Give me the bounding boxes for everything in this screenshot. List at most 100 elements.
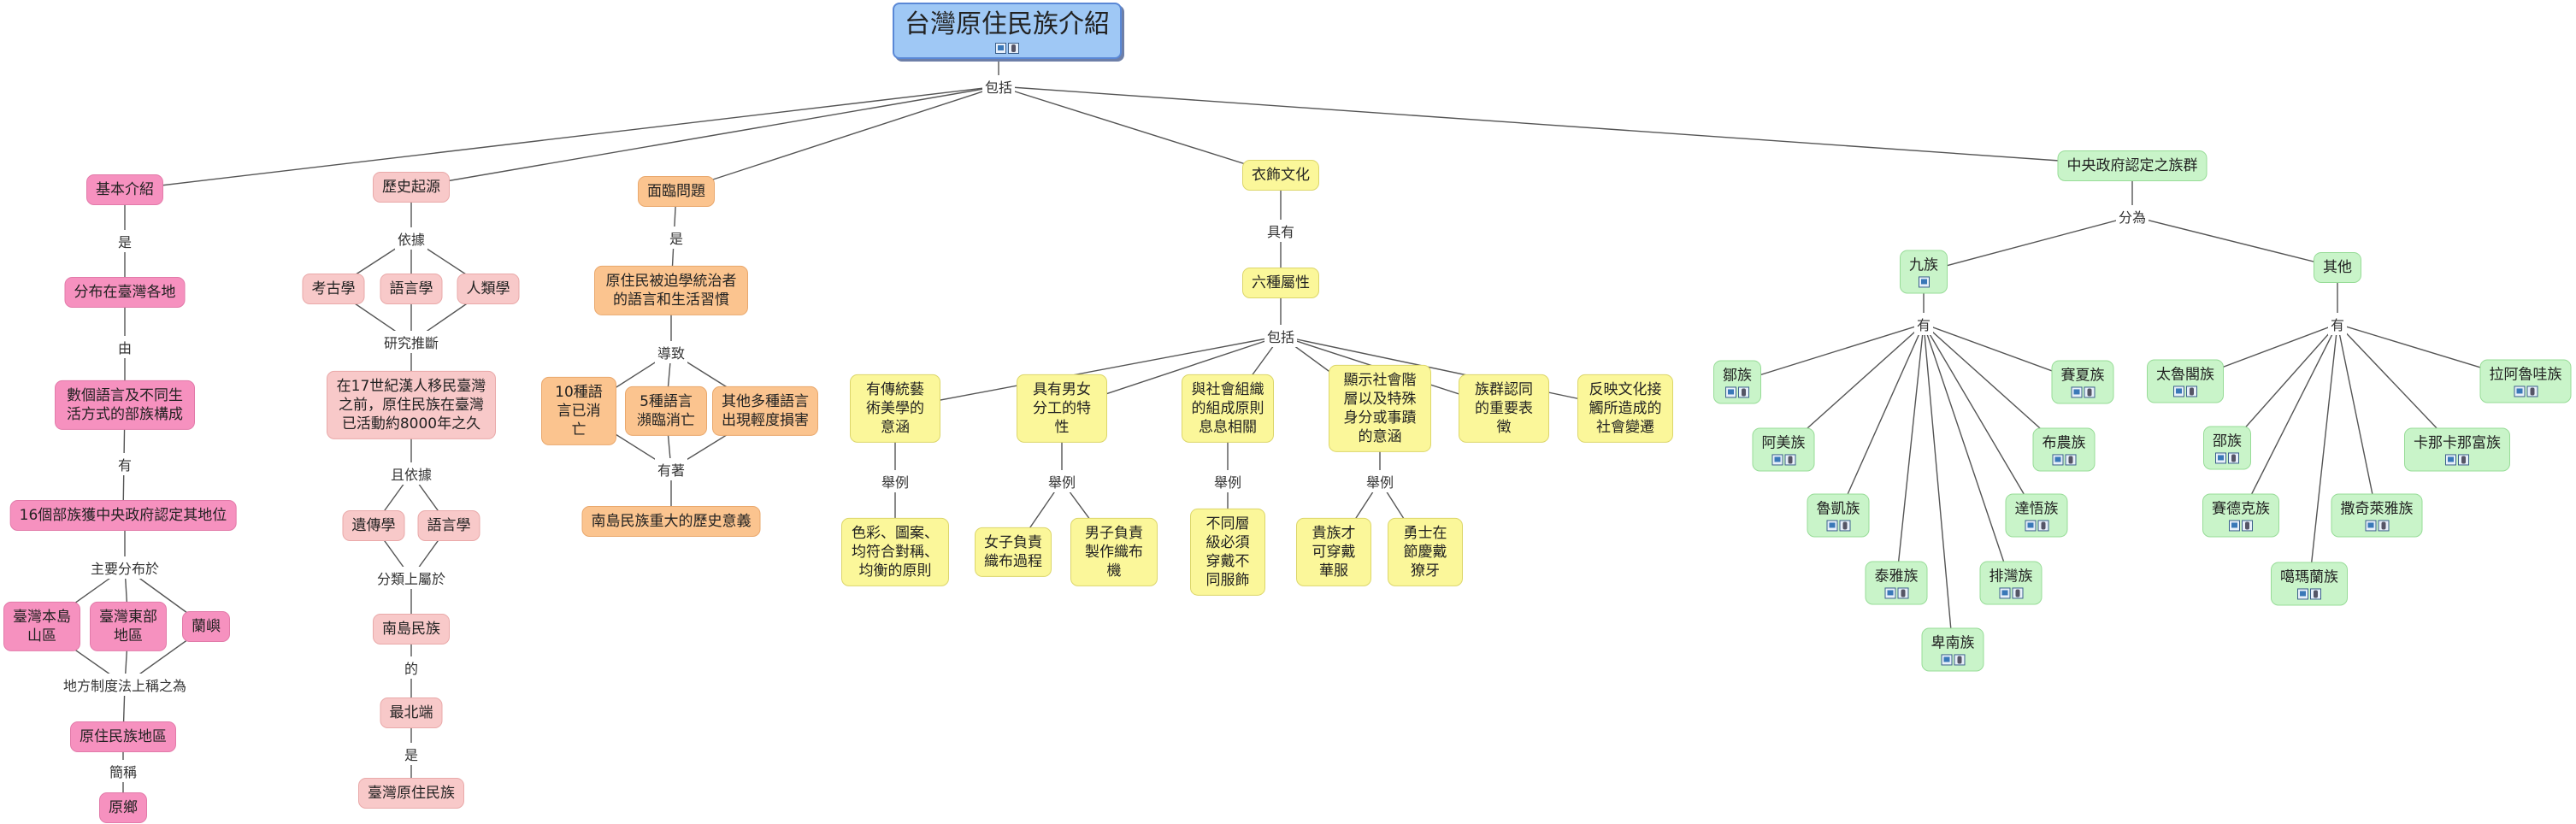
topic-composed[interactable]: 數個語言及不同生活方式的部族構成	[55, 380, 195, 431]
topic-example-warriors[interactable]: 勇士在節慶戴獠牙	[1388, 517, 1463, 587]
tribe-attachment-icons	[2297, 588, 2321, 600]
topic-archaeology[interactable]: 考古學	[302, 273, 365, 305]
topic-distributed[interactable]: 分布在臺灣各地	[64, 276, 186, 309]
image-icon	[2297, 588, 2308, 600]
tribe-other-1[interactable]: 邵族	[2203, 426, 2251, 470]
person-icon	[2186, 386, 2197, 397]
topic-basic-intro[interactable]: 基本介紹	[86, 174, 163, 206]
topic-example-rank-dress[interactable]: 不同層級必須穿戴不同服飾	[1190, 508, 1265, 597]
topic-short-name[interactable]: 原鄉	[99, 792, 147, 824]
nine-tribes-icons	[1918, 276, 1930, 288]
tribe-other-0[interactable]: 太魯閣族	[2147, 359, 2224, 403]
tribe-attachment-icons	[1826, 520, 1850, 532]
connector-line	[1280, 335, 1626, 409]
topic-northmost[interactable]: 最北端	[380, 697, 443, 729]
image-icon	[1884, 587, 1895, 599]
image-icon	[1826, 520, 1837, 532]
link-label-have-nine: 有	[1913, 313, 1934, 335]
topic-attr-identity[interactable]: 族群認同的重要表徵	[1459, 374, 1549, 444]
tribe-nine-1[interactable]: 阿美族	[1752, 427, 1815, 472]
person-icon	[2526, 386, 2538, 397]
tribe-attachment-icons	[2445, 454, 2469, 466]
tribe-other-3[interactable]: 噶瑪蘭族	[2271, 562, 2348, 606]
tribe-nine-4[interactable]: 卑南族	[1921, 627, 1984, 672]
link-label-has-2: 具有	[1264, 220, 1298, 242]
topic-other-tribes[interactable]: 其他	[2314, 251, 2361, 284]
connector-line	[1923, 215, 2133, 273]
person-icon	[2458, 454, 2469, 466]
tribe-nine-2[interactable]: 魯凱族	[1807, 493, 1870, 538]
tribe-nine-5[interactable]: 排灣族	[1979, 561, 2043, 605]
topic-example-men-loom[interactable]: 男子負責製作織布機	[1070, 517, 1158, 587]
topic-area-mountain[interactable]: 臺灣本島山區	[3, 601, 80, 652]
topic-inferred[interactable]: 在17世紀漢人移民臺灣之前，原住民族在臺灣已活動約8000年之久	[327, 370, 496, 440]
topic-extinct-languages[interactable]: 10種語言已消亡	[541, 376, 616, 446]
topic-example-women-weave[interactable]: 女子負責織布過程	[975, 527, 1052, 578]
tribe-nine-7[interactable]: 布農族	[2032, 427, 2096, 472]
topic-endangered-languages[interactable]: 5種語言瀕臨消亡	[625, 386, 707, 437]
topic-linguistics[interactable]: 語言學	[380, 273, 443, 305]
tribe-attachment-icons	[2173, 386, 2197, 397]
tribe-other-6[interactable]: 拉阿魯哇族	[2479, 359, 2572, 403]
topic-recognized[interactable]: 16個部族獲中央政府認定其地位	[9, 499, 237, 532]
topic-nine-tribes[interactable]: 九族	[1900, 250, 1948, 294]
tribe-name: 鄒族	[1723, 367, 1752, 385]
topic-attr-cultural-change[interactable]: 反映文化接觸所造成的社會變遷	[1577, 374, 1673, 444]
topic-indigenous-area[interactable]: 原住民族地區	[70, 721, 176, 753]
image-icon	[1941, 654, 1952, 666]
person-icon	[2228, 452, 2239, 464]
image-icon	[2445, 454, 2456, 466]
topic-example-nobles[interactable]: 貴族才可穿戴華服	[1296, 517, 1371, 587]
tribe-attachment-icons	[1941, 654, 1965, 666]
topic-damaged-languages[interactable]: 其他多種語言出現輕度損害	[712, 386, 818, 437]
tribe-name: 太魯閣族	[2156, 366, 2214, 384]
topic-attr-gender-division[interactable]: 具有男女分工的特性	[1017, 374, 1107, 444]
topic-anthropology[interactable]: 人類學	[457, 273, 520, 305]
topic-area-east[interactable]: 臺灣東部地區	[90, 601, 167, 652]
topic-attr-social-org[interactable]: 與社會組織的組成原則息息相關	[1182, 374, 1274, 444]
image-icon	[995, 43, 1006, 54]
topic-six-attributes[interactable]: 六種屬性	[1242, 267, 1319, 299]
person-icon	[2065, 454, 2076, 466]
topic-attr-social-class[interactable]: 顯示社會階層以及特殊身分或事蹟的意涵	[1329, 364, 1431, 453]
topic-historical-meaning[interactable]: 南島民族重大的歷史意義	[581, 505, 761, 538]
topic-clothing[interactable]: 衣飾文化	[1242, 159, 1319, 191]
topic-example-symmetry[interactable]: 色彩、圖案、均符合對稱、均衡的原則	[841, 517, 949, 587]
tribe-name: 泰雅族	[1874, 568, 1919, 586]
connector-line	[1895, 323, 1925, 584]
link-label-example-4: 舉例	[1363, 470, 1397, 492]
tribe-name: 布農族	[2042, 434, 2086, 452]
topic-area-lanyu[interactable]: 蘭嶼	[182, 610, 230, 643]
image-icon	[2215, 452, 2226, 464]
tribe-name: 卑南族	[1931, 634, 1975, 652]
topic-austronesian[interactable]: 南島民族	[373, 613, 450, 645]
topic-recognized-groups[interactable]: 中央政府認定之族群	[2057, 150, 2208, 182]
root-title: 台灣原住民族介紹	[905, 9, 1110, 39]
link-label-include-2: 包括	[1264, 325, 1298, 347]
tribe-attachment-icons	[2514, 386, 2538, 397]
image-icon	[2365, 520, 2376, 532]
tribe-nine-8[interactable]: 賽夏族	[2051, 360, 2114, 404]
topic-problems[interactable]: 面臨問題	[638, 175, 715, 208]
topic-history[interactable]: 歷史起源	[373, 171, 450, 203]
topic-genetics[interactable]: 遺傳學	[342, 509, 405, 542]
tribe-other-5[interactable]: 卡那卡那富族	[2404, 427, 2510, 472]
person-icon	[1839, 520, 1850, 532]
tribe-nine-3[interactable]: 泰雅族	[1865, 561, 1928, 605]
tribe-attachment-icons	[2052, 454, 2076, 466]
tribe-attachment-icons	[2025, 520, 2048, 532]
link-label-have-other: 有	[2327, 313, 2348, 335]
tribe-nine-0[interactable]: 鄒族	[1713, 360, 1761, 404]
connector-line	[1736, 323, 1925, 383]
tribe-name: 魯凱族	[1816, 500, 1860, 518]
topic-forced-assimilation[interactable]: 原住民被迫學統治者的語言和生活習慣	[594, 265, 748, 316]
tribe-other-2[interactable]: 賽德克族	[2202, 493, 2279, 538]
root-topic[interactable]: 台灣原住民族介紹	[893, 3, 1122, 59]
link-label-cause: 導致	[654, 341, 688, 363]
tribe-nine-6[interactable]: 達悟族	[2005, 493, 2068, 538]
topic-taiwan-indigenous[interactable]: 臺灣原住民族	[358, 777, 464, 809]
topic-attr-aesthetics[interactable]: 有傳統藝術美學的意涵	[850, 374, 940, 444]
tribe-other-4[interactable]: 撒奇萊雅族	[2331, 493, 2423, 538]
document-icon	[1008, 43, 1019, 54]
topic-linguistics-2[interactable]: 語言學	[417, 509, 480, 542]
